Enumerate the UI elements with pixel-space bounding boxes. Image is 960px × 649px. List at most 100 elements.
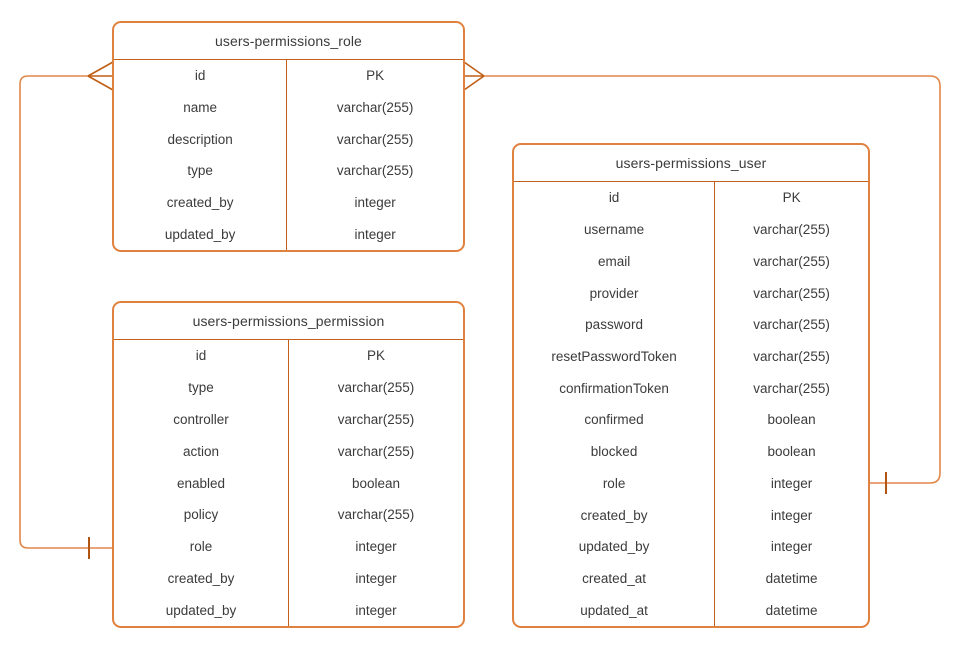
crow-foot-many-marker — [87, 61, 114, 91]
field-type: varchar(255) — [288, 435, 463, 468]
field-name: description — [167, 131, 233, 147]
field-name: id — [608, 190, 620, 206]
field-type: varchar(255) — [714, 277, 868, 309]
field-name: resetPasswordToken — [551, 348, 677, 364]
table-row: confirmed boolean — [514, 404, 868, 436]
field-type: varchar(255) — [286, 91, 463, 124]
table-row: id PK — [114, 60, 463, 92]
field-type: varchar(255) — [286, 123, 463, 156]
field-name: confirmed — [584, 412, 644, 428]
field-name: created_at — [582, 570, 646, 586]
field-type: integer — [714, 499, 868, 531]
connector-line — [19, 75, 113, 549]
field-name: role — [189, 539, 213, 555]
field-name: provider — [589, 285, 639, 301]
field-name: type — [187, 163, 213, 179]
field-name: policy — [183, 507, 219, 523]
table-row: created_at datetime — [514, 562, 868, 595]
table-row: policy varchar(255) — [114, 498, 463, 531]
crow-foot-many-marker — [463, 61, 485, 91]
field-type: datetime — [714, 562, 868, 595]
field-type: integer — [288, 594, 463, 627]
field-type: boolean — [288, 467, 463, 499]
field-name: updated_at — [580, 602, 648, 618]
field-name: updated_by — [578, 539, 650, 555]
table-title: users-permissions_role — [114, 23, 463, 60]
table-row: updated_at datetime — [514, 594, 868, 627]
field-name: updated_by — [164, 226, 236, 242]
relationship-permission-role — [19, 61, 114, 559]
table-row: password varchar(255) — [514, 308, 868, 341]
table-row: type varchar(255) — [114, 371, 463, 404]
table-row: created_by integer — [114, 186, 463, 219]
field-type: varchar(255) — [714, 308, 868, 341]
field-name: name — [183, 100, 218, 115]
field-type: integer — [286, 186, 463, 219]
field-type: varchar(255) — [714, 372, 868, 405]
field-name: controller — [173, 411, 229, 427]
table-row: resetPasswordToken varchar(255) — [514, 340, 868, 373]
field-type: integer — [714, 467, 868, 500]
field-type: boolean — [714, 404, 868, 436]
field-type: integer — [288, 562, 463, 595]
table-row: controller varchar(255) — [114, 403, 463, 436]
table-row: blocked boolean — [514, 435, 868, 468]
er-table-users-permissions-role[interactable]: users-permissions_role id PK name varchar(2… — [112, 21, 465, 252]
field-type: integer — [714, 530, 868, 563]
table-row: id PK — [114, 340, 463, 372]
table-body: id PK name varchar(255) description varchar(2… — [114, 60, 463, 251]
table-row: name varchar(255) — [114, 91, 463, 124]
er-table-users-permissions-user[interactable]: users-permissions_user id PK username varch… — [512, 143, 870, 628]
table-row: action varchar(255) — [114, 435, 463, 468]
field-type: integer — [288, 530, 463, 563]
table-row: updated_by integer — [114, 594, 463, 627]
field-name: updated_by — [165, 602, 237, 618]
table-body: id PK username varchar(255) email varchar(255… — [514, 182, 868, 627]
field-type: varchar(255) — [288, 371, 463, 404]
field-name: created_by — [580, 507, 648, 523]
field-name: enabled — [176, 475, 226, 491]
field-name: username — [584, 222, 645, 238]
table-row: description varchar(255) — [114, 123, 463, 156]
table-row: type varchar(255) — [114, 155, 463, 187]
field-type: varchar(255) — [714, 213, 868, 246]
table-row: id PK — [514, 182, 868, 214]
field-name: id — [195, 348, 207, 364]
field-type: varchar(255) — [288, 403, 463, 436]
field-type: varchar(255) — [286, 155, 463, 187]
table-row: username varchar(255) — [514, 213, 868, 246]
field-type: datetime — [714, 594, 868, 627]
table-body: id PK type varchar(255) controller varchar(25… — [114, 340, 463, 627]
field-type: PK — [714, 182, 868, 214]
table-title: users-permissions_permission — [114, 303, 463, 340]
table-row: email varchar(255) — [514, 245, 868, 278]
table-row: role integer — [514, 467, 868, 500]
field-type: PK — [286, 60, 463, 92]
table-row: updated_by integer — [514, 530, 868, 563]
table-row: created_by integer — [114, 562, 463, 595]
table-row: role integer — [114, 530, 463, 563]
field-type: integer — [286, 218, 463, 251]
field-name: created_by — [166, 195, 234, 211]
table-row: created_by integer — [514, 499, 868, 531]
field-type: varchar(255) — [714, 245, 868, 278]
field-name: type — [188, 380, 214, 396]
table-title: users-permissions_user — [514, 145, 868, 182]
field-type: boolean — [714, 435, 868, 468]
field-name: id — [194, 68, 206, 84]
field-name: created_by — [167, 570, 235, 586]
field-name: blocked — [590, 444, 638, 460]
field-name: confirmationToken — [559, 380, 669, 396]
field-name: action — [182, 443, 220, 459]
field-name: password — [585, 317, 643, 333]
table-row: confirmationToken varchar(255) — [514, 372, 868, 405]
field-name: email — [597, 253, 631, 269]
field-type: varchar(255) — [714, 340, 868, 373]
er-table-users-permissions-permission[interactable]: users-permissions_permission id PK type var… — [112, 301, 465, 628]
field-type: PK — [288, 340, 463, 372]
field-type: varchar(255) — [288, 498, 463, 531]
table-row: provider varchar(255) — [514, 277, 868, 309]
table-row: enabled boolean — [114, 467, 463, 499]
field-name: role — [602, 475, 626, 491]
